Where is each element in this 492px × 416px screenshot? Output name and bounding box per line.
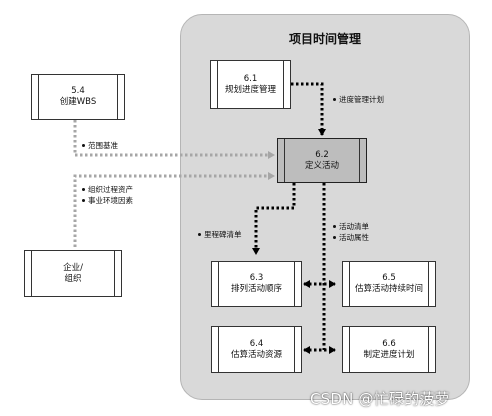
- bullet-icon: [333, 235, 336, 239]
- arrow-enterprise-to-define: [73, 172, 275, 247]
- group-title: 项目时间管理: [288, 32, 361, 46]
- process-sequence-activities: 6.3 排列活动顺序: [211, 261, 302, 307]
- process-id: 6.3: [249, 273, 264, 283]
- process-id: 6.6: [382, 338, 396, 349]
- bullet-icon: [333, 224, 336, 228]
- enterprise-line-2: 组织: [64, 273, 82, 284]
- arrow-wbs-to-define: [73, 120, 275, 159]
- process-name: 制定进度计划: [363, 349, 415, 360]
- process-define-activities: 6.2 定义活动: [277, 138, 367, 183]
- label-env-factors: 事业环境因素: [82, 196, 133, 206]
- bullet-icon: [198, 232, 201, 236]
- process-id: 6.5: [382, 273, 396, 283]
- process-id: 6.2: [315, 149, 329, 160]
- label-milestone-list: 里程碑清单: [198, 230, 242, 240]
- bullet-icon: [82, 187, 85, 191]
- process-name: 排列活动顺序: [230, 284, 282, 294]
- arrow-plan-to-define: [291, 82, 326, 136]
- label-activity-attributes: 活动属性: [333, 233, 369, 243]
- process-id: 6.4: [249, 338, 264, 349]
- label-org-assets: 组织过程资产: [82, 185, 133, 195]
- process-name: 规划进度管理: [224, 84, 276, 95]
- enterprise-line-1: 企业/: [63, 262, 83, 273]
- label-scope-baseline: 范围基准: [82, 141, 118, 151]
- process-id: 6.1: [243, 73, 258, 84]
- bullet-icon: [82, 143, 85, 147]
- process-name: 估算活动持续时间: [354, 284, 423, 294]
- arrow-define-to-sequence: [252, 183, 296, 255]
- label-schedule-plan: 进度管理计划: [333, 95, 384, 105]
- enterprise-organization: 企业/ 组织: [24, 250, 122, 297]
- process-name: 定义活动: [304, 160, 339, 171]
- process-name: 创建WBS: [59, 97, 97, 107]
- process-develop-schedule: 6.6 制定进度计划: [342, 326, 436, 373]
- label-activity-list: 活动清单: [333, 222, 369, 232]
- process-plan-schedule: 6.1 规划进度管理: [210, 60, 291, 109]
- process-estimate-duration: 6.5 估算活动持续时间: [342, 261, 436, 307]
- process-id: 5.4: [71, 86, 85, 96]
- process-estimate-resources: 6.4 估算活动资源: [211, 326, 302, 373]
- process-name: 估算活动资源: [230, 349, 282, 360]
- watermark: CSDN @忙碌的菠萝: [310, 390, 450, 408]
- bullet-icon: [82, 198, 85, 202]
- bullet-icon: [333, 97, 336, 101]
- process-create-wbs: 5.4 创建WBS: [31, 74, 125, 120]
